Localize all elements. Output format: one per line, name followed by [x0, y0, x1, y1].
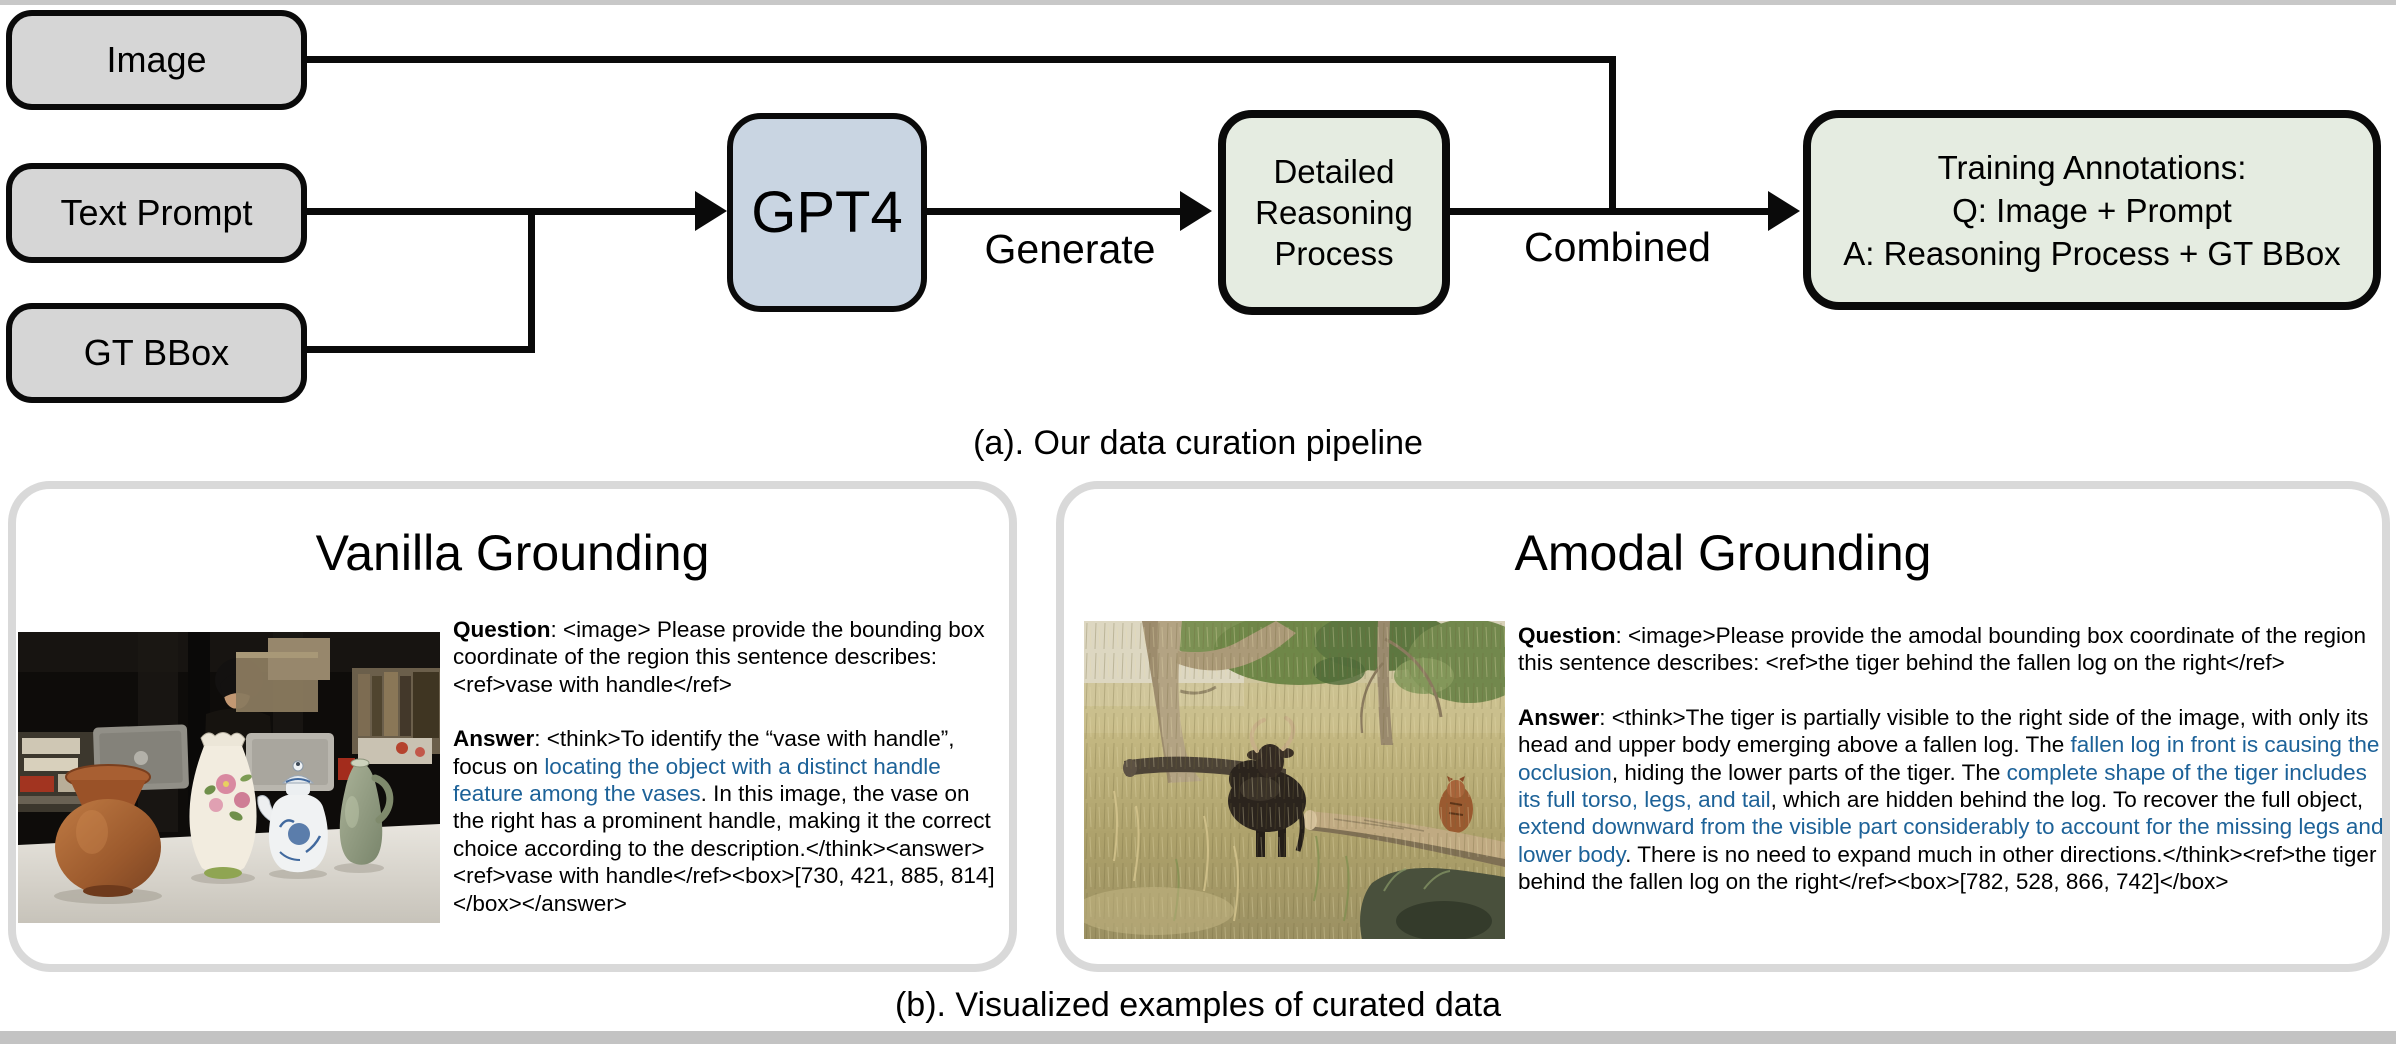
arrowhead-icon — [1768, 191, 1800, 231]
text-segment: Answer — [453, 726, 535, 752]
text-segment: . In this image, the vase on the right h… — [453, 781, 995, 916]
amodal-answer-text: Answer: <think>The tiger is partially vi… — [1518, 704, 2386, 896]
input-box-gt-bbox-label: GT BBox — [83, 332, 230, 373]
training-annotations-box: Training Annotations: Q: Image + Prompt … — [1803, 110, 2381, 310]
arrowhead-icon — [695, 191, 727, 231]
training-box-line: Training Annotations: — [1937, 148, 2247, 186]
amodal-panel-title: Amodal Grounding — [1514, 525, 1932, 581]
connector-line-generate — [927, 208, 1185, 215]
caption-a: (a). Our data curation pipeline — [973, 424, 1423, 462]
detailed-reasoning-process-box: Detailed Reasoning Process — [1218, 110, 1450, 315]
text-segment: . There is no need to expand much in oth… — [1518, 841, 2377, 895]
gpt4-label: GPT4 — [751, 180, 903, 245]
training-box-line: A: Reasoning Process + GT BBox — [1843, 234, 2341, 272]
text-segment: fallen log in front is causing the occlu… — [1518, 732, 2380, 785]
amodal-qa-text: Question: <image>Please provide the amod… — [1518, 622, 2386, 923]
combined-edge-label: Combined — [1524, 224, 1711, 270]
text-segment: : <image>Please provide the amodal bound… — [1518, 623, 2367, 676]
connector-line-combined — [1450, 208, 1773, 215]
input-box-gt-bbox: GT BBox — [6, 303, 307, 403]
vanilla-panel-title: Vanilla Grounding — [315, 525, 710, 581]
text-segment: : <think>The tiger is partially visible … — [1518, 704, 2369, 758]
connector-line-textprompt — [307, 208, 695, 215]
text-segment: : <image> Please provide the bounding bo… — [453, 617, 985, 697]
arrowhead-icon — [1180, 191, 1212, 231]
text-segment: , which are hidden behind the log. To re… — [1770, 787, 2364, 813]
vanilla-answer-text: Answer: <think>To identify the “vase wit… — [453, 725, 1005, 917]
connector-line-gtbbox-horizontal — [307, 346, 535, 353]
bottom-border-strip — [0, 1031, 2396, 1044]
vanilla-example-photo — [18, 632, 440, 923]
text-segment: Question — [453, 617, 551, 642]
reasoning-box-line: Process — [1274, 235, 1394, 272]
connector-line-gtbbox-vertical — [528, 208, 535, 353]
gpt4-model-box: GPT4 — [727, 113, 927, 312]
vanilla-question-text: Question: <image> Please provide the bou… — [453, 616, 1005, 698]
input-box-text-prompt-label: Text Prompt — [60, 192, 253, 233]
input-box-text-prompt: Text Prompt — [6, 163, 307, 263]
input-box-image: Image — [6, 10, 307, 110]
text-segment: , hiding the lower parts of the tiger. T… — [1611, 759, 2007, 785]
amodal-question-text: Question: <image>Please provide the amod… — [1518, 622, 2386, 677]
text-segment: extend downward from the visible part co… — [1518, 814, 2384, 867]
input-box-image-label: Image — [106, 39, 207, 80]
vanilla-qa-text: Question: <image> Please provide the bou… — [453, 616, 1005, 944]
text-segment: complete shape of the tiger includes its… — [1518, 759, 2367, 813]
reasoning-box-line: Reasoning — [1255, 194, 1413, 231]
text-segment: locating the object with a distinct hand… — [453, 753, 941, 807]
text-segment: : <think>To identify the “vase with hand… — [453, 726, 955, 779]
caption-b: (b). Visualized examples of curated data — [894, 986, 1502, 1024]
reasoning-box-line: Detailed — [1273, 153, 1395, 190]
top-border-strip — [0, 0, 2396, 5]
text-segment: Question — [1518, 623, 1616, 648]
training-box-line: Q: Image + Prompt — [1952, 191, 2232, 229]
generate-edge-label: Generate — [984, 226, 1156, 272]
text-segment: Answer — [1518, 704, 1600, 730]
amodal-example-photo — [1084, 621, 1505, 939]
connector-line-image-vertical — [1609, 56, 1616, 215]
connector-line-image-horizontal — [307, 56, 1616, 63]
